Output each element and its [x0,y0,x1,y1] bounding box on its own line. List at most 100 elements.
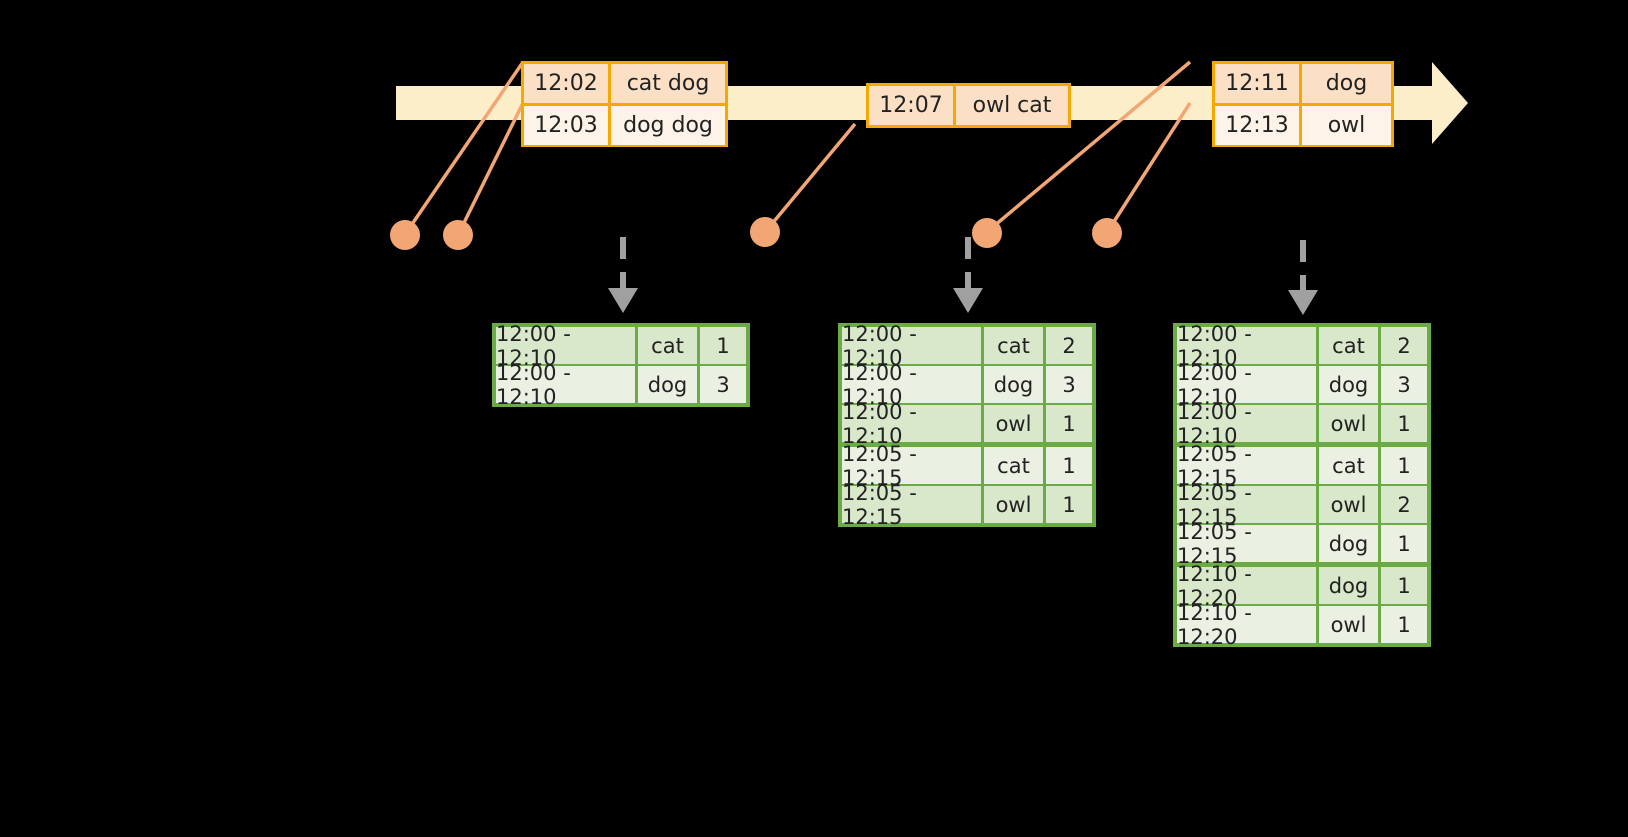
result-window: 12:00 - 12:10 [842,322,984,370]
result-word: dog [1319,525,1381,562]
result-count: 3 [716,372,730,397]
result-word: owl [984,486,1046,523]
event-dot-1213 [1092,218,1122,248]
result-window: 12:05 - 12:15 [842,442,984,490]
result-window: 12:10 - 12:20 [1177,601,1319,649]
result-window: 12:00 - 12:10 [496,361,638,409]
result-word: dog [984,366,1046,403]
event-box-2[interactable]: 12:07 owl cat [866,83,1071,128]
result-word: owl [1319,606,1381,643]
dashed-arrow-2 [953,237,983,313]
event-time: 12:02 [524,64,611,103]
result-count: 2 [1397,333,1411,358]
result-word: owl [984,405,1046,442]
result-count: 1 [1062,453,1076,478]
result-count: 1 [1062,411,1076,436]
event-time: 12:03 [524,106,611,145]
event-row: 12:03 dog dog [524,103,725,145]
result-count: 1 [716,333,730,358]
result-count: 2 [1397,492,1411,517]
result-window: 12:00 - 12:10 [842,361,984,409]
event-words: dog dog [623,113,713,138]
result-word: dog [1319,567,1381,604]
connector-line-1213 [1106,102,1192,232]
result-word: cat [984,327,1046,364]
event-dot-1211 [972,218,1002,248]
result-word: dog [638,366,700,403]
event-row: 12:07 owl cat [869,86,1068,125]
event-dot-1207 [750,217,780,247]
dashed-arrow-3 [1288,240,1318,315]
result-count: 1 [1062,492,1076,517]
event-words: owl cat [972,93,1052,118]
result-count: 1 [1397,573,1411,598]
event-box-1[interactable]: 12:02 cat dog 12:03 dog dog [521,61,728,147]
event-words: dog [1325,71,1368,96]
result-window: 12:00 - 12:10 [496,322,638,370]
result-window: 12:00 - 12:10 [1177,322,1319,370]
dashed-arrows [608,237,1318,315]
result-count: 1 [1397,531,1411,556]
result-word: cat [984,447,1046,484]
result-count: 1 [1397,411,1411,436]
connector-line-1202 [404,61,525,234]
result-window: 12:05 - 12:15 [1177,481,1319,529]
event-time: 12:13 [1215,106,1302,145]
result-word: cat [1319,447,1381,484]
result-word: dog [1319,366,1381,403]
result-window: 12:10 - 12:20 [1177,562,1319,610]
event-dot-1202 [390,220,420,250]
result-window: 12:00 - 12:10 [1177,361,1319,409]
result-window: 12:05 - 12:15 [1177,442,1319,490]
result-word: cat [1319,327,1381,364]
event-words: cat dog [626,71,710,96]
event-row: 12:13 owl [1215,103,1391,145]
event-row: 12:11 dog [1215,64,1391,103]
dashed-arrow-1 [608,237,638,313]
result-count: 1 [1397,453,1411,478]
event-words: owl [1327,113,1366,138]
connector-line-1207 [764,122,857,233]
result-count: 3 [1397,372,1411,397]
result-count: 1 [1397,612,1411,637]
event-dots [390,217,1122,250]
result-window: 12:00 - 12:10 [1177,400,1319,448]
connector-line-1203 [457,102,525,234]
result-count: 3 [1062,372,1076,397]
event-time: 12:11 [1215,64,1302,103]
event-row: 12:02 cat dog [524,64,725,103]
event-box-3[interactable]: 12:11 dog 12:13 owl [1212,61,1394,147]
result-window: 12:00 - 12:10 [842,400,984,448]
event-time: 12:07 [869,86,956,125]
result-count: 2 [1062,333,1076,358]
result-word: owl [1319,486,1381,523]
result-word: cat [638,327,700,364]
result-window: 12:05 - 12:15 [1177,520,1319,568]
event-dot-1203 [443,220,473,250]
result-window: 12:05 - 12:15 [842,481,984,529]
